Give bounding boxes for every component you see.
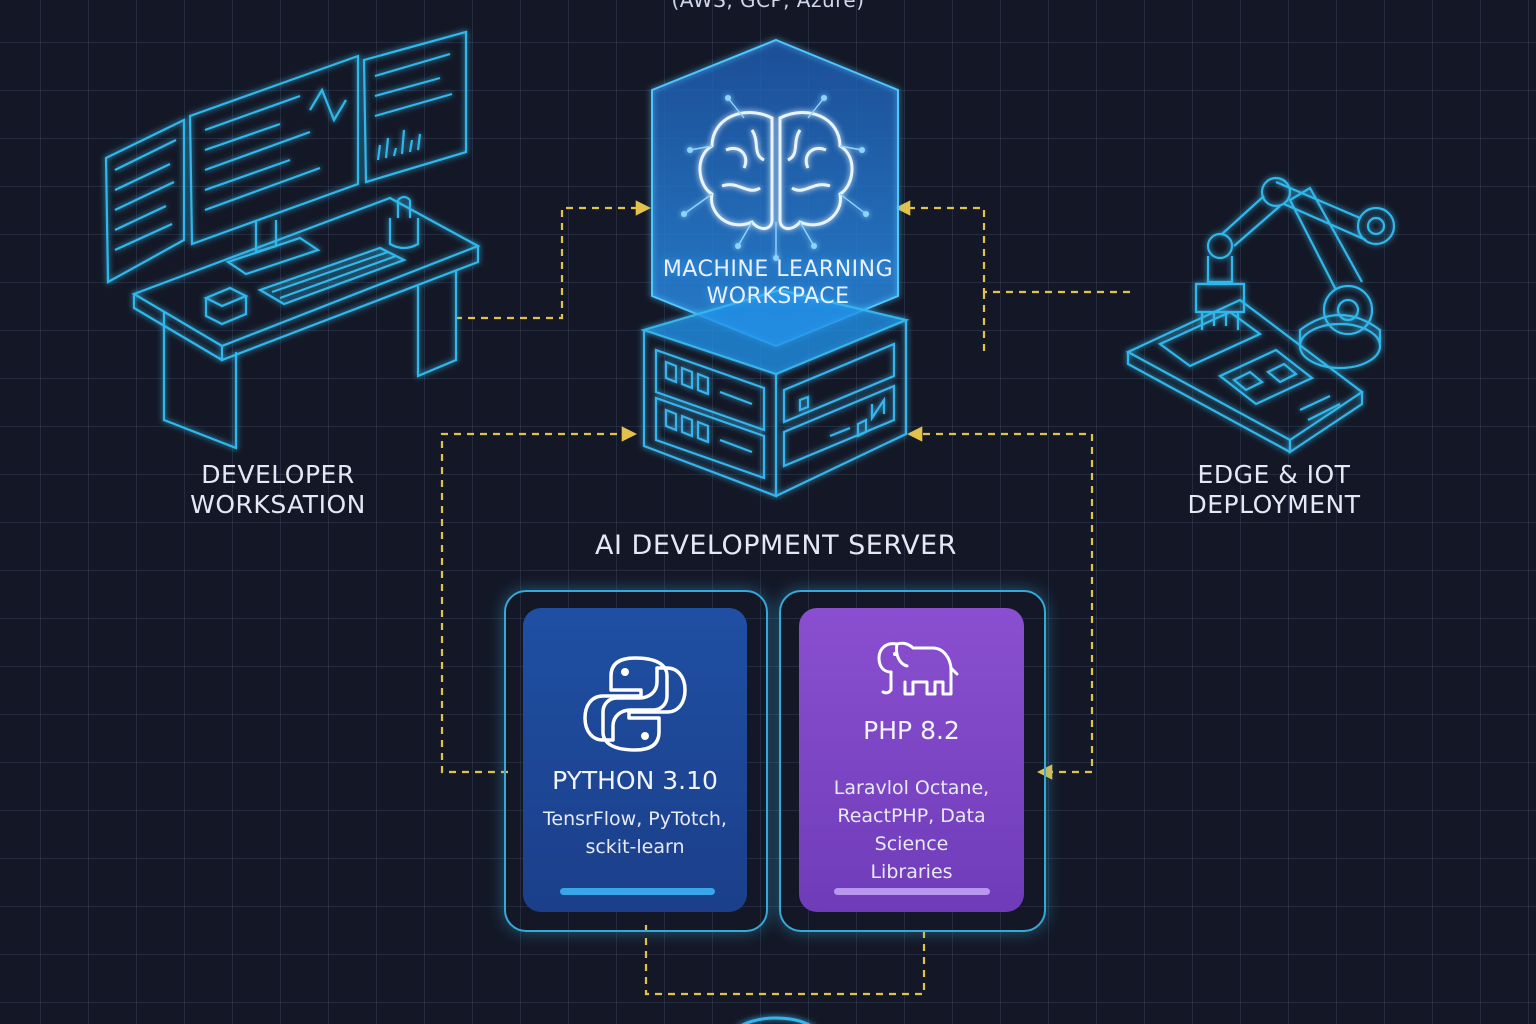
- connector-server-to-php: [906, 426, 1094, 780]
- php-card-bar: [834, 888, 990, 895]
- python-card-outline: [504, 590, 768, 932]
- python-card-bar: [560, 888, 715, 895]
- ml-label-line1: MACHINE LEARNING: [662, 257, 894, 282]
- python-desc-line2: sckit-learn: [585, 836, 685, 858]
- connector-python-to-server: [440, 426, 638, 774]
- elephant-icon: [877, 641, 959, 696]
- php-desc-line1: Laravlol Octane,: [833, 777, 990, 799]
- server-rack-icon: [640, 288, 910, 498]
- php-card-outline: [779, 590, 1046, 932]
- ml-workspace-label: MACHINE LEARNING WORKSPACE: [628, 256, 928, 310]
- ml-label-line2: WORKSPACE: [706, 284, 850, 309]
- brain-icon: [681, 95, 869, 261]
- python-card-description: TensrFlow, PyTotch, sckit-learn: [527, 805, 743, 861]
- connectors: [440, 200, 1130, 996]
- php-desc-line3: Libraries: [870, 861, 953, 883]
- python-logo-icon: [583, 656, 687, 752]
- edge-label-line1: EDGE & IOT: [1197, 460, 1351, 489]
- developer-workstation-label: DEVELOPER WORKSATION: [128, 460, 428, 520]
- python-card-title: PYTHON 3.10: [552, 766, 718, 795]
- connector-edge-to-workspace: [894, 200, 1130, 294]
- edge-label-line2: DEPLOYMENT: [1187, 490, 1361, 519]
- server-title: AI DEVELOPMENT SERVER: [595, 530, 957, 561]
- connector-bottom-loop: [644, 925, 926, 996]
- python-card: PYTHON 3.10 TensrFlow, PyTotch, sckit-le…: [523, 608, 747, 912]
- developer-workstation-icon: [104, 30, 481, 450]
- bottom-node-icon: [741, 1016, 811, 1024]
- connector-developer-to-workspace: [455, 200, 652, 320]
- python-desc-line1: TensrFlow, PyTotch,: [543, 808, 727, 830]
- developer-label-line1: DEVELOPER: [201, 460, 355, 489]
- php-card: PHP 8.2 Laravlol Octane, ReactPHP, Data …: [799, 608, 1024, 912]
- cloud-caption: (AWS, GCP, Azure): [671, 0, 865, 12]
- php-desc-line2: ReactPHP, Data Science: [837, 805, 986, 855]
- php-card-description: Laravlol Octane, ReactPHP, Data Science …: [803, 774, 1020, 886]
- robotic-arm-icon: [1125, 176, 1396, 455]
- edge-deployment-label: EDGE & IOT DEPLOYMENT: [1124, 460, 1424, 520]
- developer-label-line2: WORKSATION: [190, 490, 366, 519]
- php-card-title: PHP 8.2: [863, 716, 960, 745]
